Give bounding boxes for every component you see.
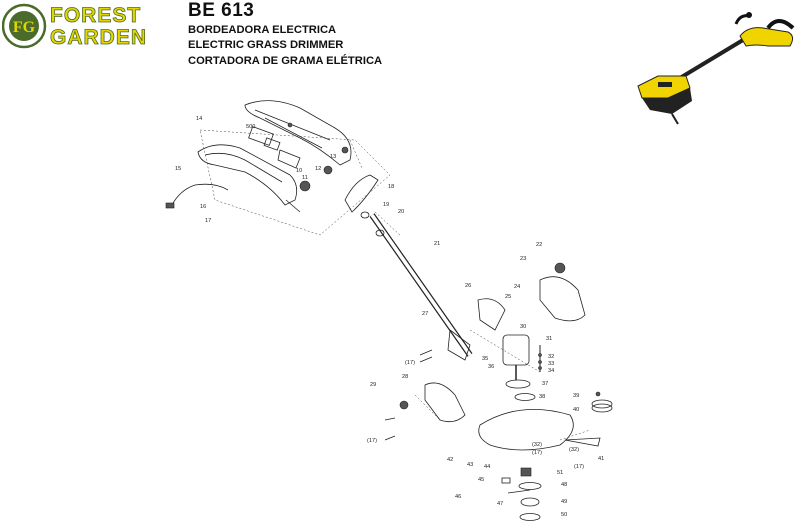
product-image bbox=[637, 12, 795, 125]
part-label: (17) bbox=[532, 450, 542, 456]
part-label: 14 bbox=[196, 116, 202, 122]
part-label: 29 bbox=[370, 382, 376, 388]
title-spanish: BORDEADORA ELECTRICA bbox=[188, 24, 337, 36]
part-label: 28 bbox=[402, 374, 408, 380]
part-label: 23 bbox=[520, 256, 526, 262]
part-label: 36 bbox=[488, 364, 494, 370]
brand-line2: GARDEN bbox=[50, 26, 147, 49]
part-label: 51 bbox=[557, 470, 563, 476]
part-label: 25 bbox=[505, 294, 511, 300]
part-label: 43 bbox=[467, 462, 473, 468]
part-label: 12 bbox=[315, 166, 321, 172]
assembly-guide-lines bbox=[199, 129, 591, 441]
svg-text:FG: FG bbox=[13, 19, 36, 36]
part-labels: 14 15 16 17 500 10 11 12 13 18 19 20 21 … bbox=[175, 116, 604, 518]
part-label: 41 bbox=[598, 456, 604, 462]
part-label: 10 bbox=[296, 168, 302, 174]
part-label: 20 bbox=[398, 209, 404, 215]
part-label: 34 bbox=[548, 368, 554, 374]
part-label: 39 bbox=[573, 393, 579, 399]
part-label: 50 bbox=[561, 512, 567, 518]
part-label: 15 bbox=[175, 166, 181, 172]
part-label: 22 bbox=[536, 242, 542, 248]
part-label: 38 bbox=[539, 394, 545, 400]
part-label: 40 bbox=[573, 407, 579, 413]
fan bbox=[505, 379, 536, 401]
part-label: 21 bbox=[434, 241, 440, 247]
part-label: 45 bbox=[478, 477, 484, 483]
part-label: 16 bbox=[200, 204, 206, 210]
title-english: ELECTRIC GRASS DRIMMER bbox=[188, 39, 344, 51]
part-label: 44 bbox=[484, 464, 490, 470]
part-label: 26 bbox=[465, 283, 471, 289]
grass-guard bbox=[478, 409, 601, 451]
motor-housing-right bbox=[539, 262, 586, 322]
part-label: 27 bbox=[422, 311, 428, 317]
motor bbox=[502, 334, 542, 380]
part-label: 46 bbox=[455, 494, 461, 500]
part-label: 48 bbox=[561, 482, 567, 488]
part-label: (17) bbox=[367, 438, 377, 444]
part-label: 18 bbox=[388, 184, 394, 190]
part-label: 49 bbox=[561, 499, 567, 505]
part-label: (17) bbox=[574, 464, 584, 470]
model-title: BE 613 bbox=[188, 0, 255, 21]
part-label: 37 bbox=[542, 381, 548, 387]
part-label: 33 bbox=[548, 361, 554, 367]
part-label: 19 bbox=[383, 202, 389, 208]
switch-assembly bbox=[248, 126, 349, 192]
handle-top-cover bbox=[244, 100, 352, 166]
part-label: 35 bbox=[482, 356, 488, 362]
part-label: 47 bbox=[497, 501, 503, 507]
part-label: 24 bbox=[514, 284, 520, 290]
rear-handle bbox=[197, 144, 301, 213]
brand-line1: FOREST bbox=[50, 4, 141, 27]
part-label: 500 bbox=[246, 124, 255, 130]
part-label: 42 bbox=[447, 457, 453, 463]
title-portuguese: CORTADORA DE GRAMA ELÉTRICA bbox=[188, 55, 383, 67]
brand-logo: FG FOREST GARDEN bbox=[2, 4, 147, 49]
front-grip bbox=[344, 174, 379, 213]
part-label: (32) bbox=[532, 442, 542, 448]
part-label: 11 bbox=[302, 175, 308, 181]
power-cord bbox=[165, 183, 229, 209]
part-label: 32 bbox=[548, 354, 554, 360]
motor-housing-left bbox=[424, 382, 466, 423]
part-label: 17 bbox=[205, 218, 211, 224]
part-label: 13 bbox=[330, 154, 336, 160]
motor-mount bbox=[447, 298, 506, 361]
part-label: (32) bbox=[569, 447, 579, 453]
spool-assembly bbox=[501, 467, 542, 521]
part-label: 31 bbox=[546, 336, 552, 342]
part-label: (17) bbox=[405, 360, 415, 366]
part-label: 30 bbox=[520, 324, 526, 330]
screws bbox=[384, 349, 433, 441]
spool-cap bbox=[591, 391, 613, 413]
shaft-tube bbox=[360, 211, 473, 357]
